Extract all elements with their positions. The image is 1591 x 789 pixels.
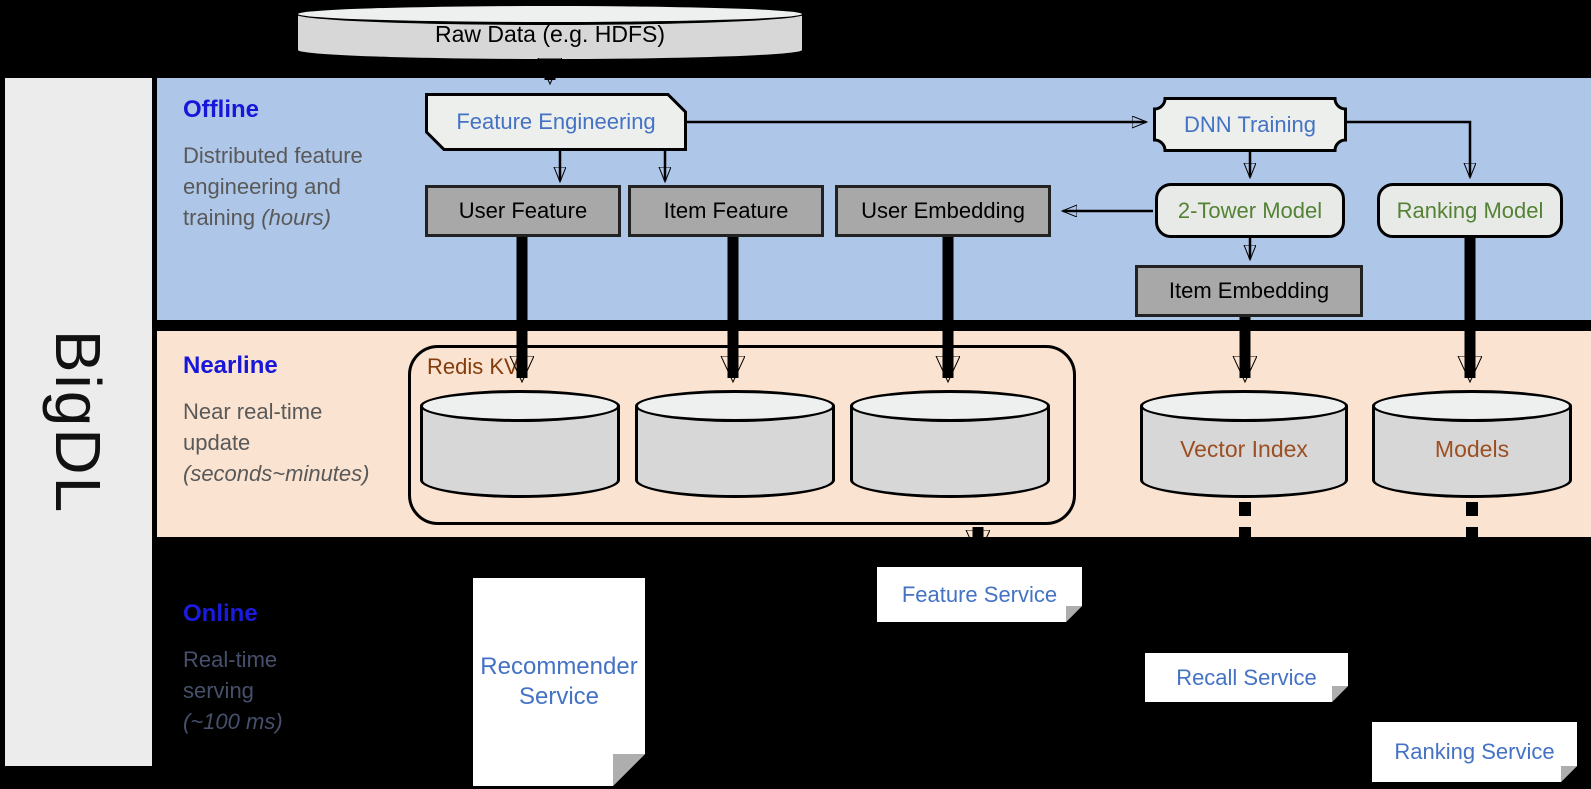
raw-data-cylinder: Raw Data (e.g. HDFS) <box>295 3 805 62</box>
vector-index-label: Vector Index <box>1180 436 1308 462</box>
redis-cylinder-1-top <box>420 390 620 422</box>
user-embedding-node: User Embedding <box>835 185 1051 237</box>
feature-service-label: Feature Service <box>901 581 1058 607</box>
recommender-service-doc: Recommender Service <box>473 578 645 786</box>
redis-cylinder-2 <box>635 390 835 498</box>
offline-section-desc: Distributed feature engineering and trai… <box>183 140 363 234</box>
ranking-service-fold-corner <box>1561 766 1577 782</box>
redis-cylinder-3 <box>850 390 1050 498</box>
online-section-title: Online <box>183 600 258 627</box>
ranking-service-doc: Ranking Service <box>1372 722 1577 782</box>
redis-kv-label: Redis KV <box>427 354 519 379</box>
feature-engineering-outline <box>425 93 687 151</box>
nearline-desc-em: (seconds~minutes) <box>183 461 370 487</box>
redis-cylinder-3-top <box>850 390 1050 422</box>
online-desc-text: Real-time serving <box>183 647 278 704</box>
item-feature-node: Item Feature <box>628 185 824 237</box>
models-label: Models <box>1434 436 1510 462</box>
bigdl-logo-text: BigDL <box>42 329 115 515</box>
two-tower-model-node: 2-Tower Model <box>1155 183 1345 238</box>
user-feature-node: User Feature <box>425 185 621 237</box>
redis-cylinder-2-top <box>635 390 835 422</box>
dnn-training-shape <box>1153 97 1347 152</box>
feature-service-fold-corner <box>1066 606 1082 622</box>
nearline-section-title: Nearline <box>183 352 278 379</box>
bigdl-sidebar: BigDL <box>5 78 152 766</box>
offline-desc-text: Distributed feature engineering and trai… <box>183 143 363 231</box>
feature-engineering-node: Feature Engineering <box>456 109 656 134</box>
offline-desc-em: (hours) <box>261 205 331 231</box>
recall-service-label: Recall Service <box>1176 664 1317 690</box>
recall-service-doc: Recall Service <box>1145 653 1348 702</box>
raw-data-label: Raw Data (e.g. HDFS) <box>434 21 666 47</box>
recall-service-fold-corner <box>1332 686 1348 702</box>
online-section-desc: Real-time serving (~100 ms) <box>183 644 301 738</box>
dnn-training-outline <box>1153 97 1347 152</box>
redis-cylinder-1 <box>420 390 620 498</box>
dnn-training-node: DNN Training <box>1183 111 1317 137</box>
recommender-service-fold-corner <box>613 754 645 786</box>
item-embedding-node: Item Embedding <box>1135 265 1363 317</box>
feature-engineering-shape <box>425 93 687 151</box>
redis-kv-container <box>408 345 1076 525</box>
nearline-desc-text: Near real-time update <box>183 399 323 456</box>
feature-service-doc: Feature Service <box>877 567 1082 622</box>
vector-index-cylinder: Vector Index <box>1140 390 1348 498</box>
offline-section-title: Offline <box>183 96 259 123</box>
nearline-section-desc: Near real-time update (seconds~minutes) <box>183 396 383 490</box>
models-cylinder-top <box>1372 390 1572 422</box>
ranking-model-node: Ranking Model <box>1377 183 1563 238</box>
ranking-service-label: Ranking Service <box>1394 739 1555 765</box>
recommender-service-label: Recommender Service <box>480 653 638 710</box>
vector-index-cylinder-top <box>1140 390 1348 422</box>
models-cylinder: Models <box>1372 390 1572 498</box>
raw-data-cylinder-top <box>295 3 805 25</box>
online-desc-em: (~100 ms) <box>183 709 283 735</box>
